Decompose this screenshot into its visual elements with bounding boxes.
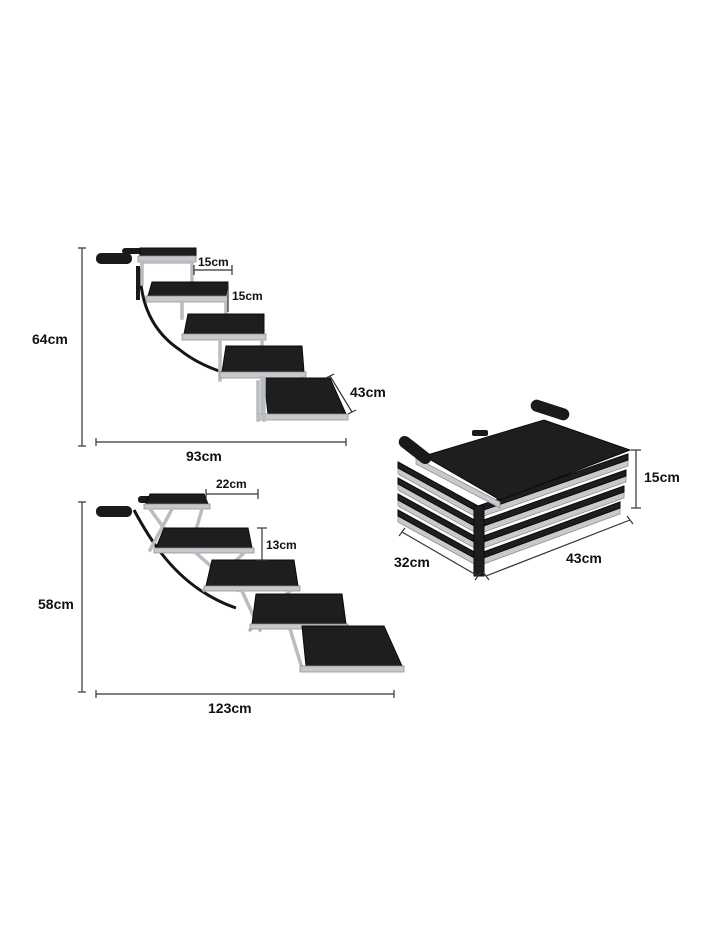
handle-icon [530,399,570,421]
depth-label: 32cm [394,554,430,570]
handle-icon [96,506,132,517]
step-rise-label: 13cm [266,538,297,552]
strap [138,267,223,374]
height-label: 64cm [32,331,68,347]
strap [132,509,237,610]
height-label: 58cm [38,596,74,612]
width-label: 43cm [566,550,602,566]
step-rise-label: 15cm [232,289,263,303]
stairs-four-step: 15cm 15cm 43cm 64cm 93cm [32,247,386,464]
handle-icon [96,253,132,264]
step-depth-label: 22cm [216,477,247,491]
stairs-five-step: 22cm 13cm 58cm 123cm [38,477,405,716]
length-label: 123cm [208,700,252,716]
height-label: 15cm [644,469,680,485]
handle-icon [398,435,432,465]
step-depth-label: 15cm [198,255,229,269]
length-label: 93cm [186,448,222,464]
width-label: 43cm [350,384,386,400]
stairs-folded: 15cm 32cm 43cm [394,399,680,581]
